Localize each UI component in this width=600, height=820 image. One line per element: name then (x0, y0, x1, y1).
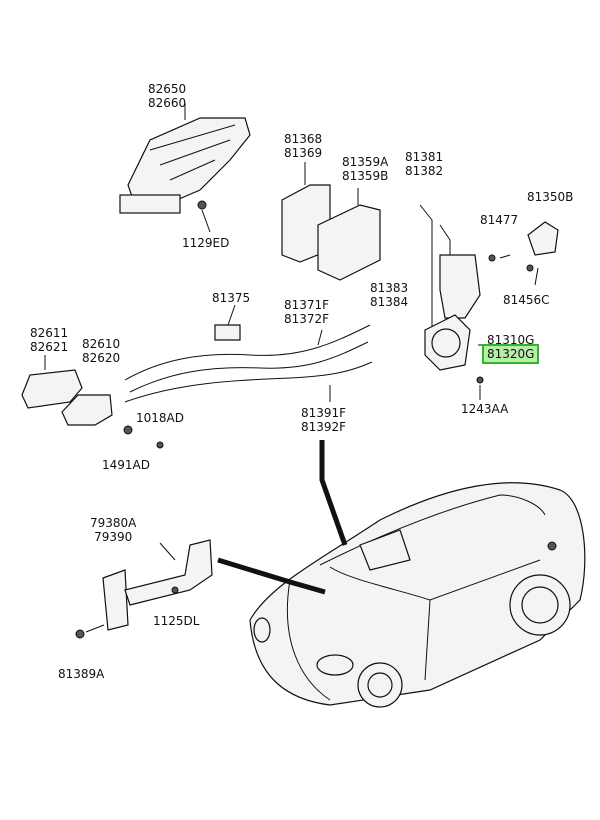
part-number: 82621 (30, 340, 69, 354)
label-lock-rod: 81381 81382 (405, 150, 443, 178)
label-1018ad: 1018AD (136, 411, 184, 425)
part-number: 79380A (90, 516, 137, 530)
part-number: 81477 (480, 213, 519, 227)
part-number: 1018AD (136, 411, 184, 425)
part-number: 81391F (301, 406, 347, 420)
label-cable-clip: 81375 (212, 291, 250, 305)
part-number: 1243AA (461, 402, 509, 416)
part-number: 81382 (405, 164, 444, 178)
label-outside-handle: 82650 82660 (148, 82, 186, 110)
outside-door-handle (119, 103, 251, 233)
label-1243aa: 1243AA (461, 402, 508, 416)
part-number: 1129ED (182, 236, 230, 250)
label-81320g-highlight[interactable]: 81320G (482, 344, 540, 364)
label-inside-handle: 82611 82621 (30, 326, 68, 354)
part-number: 1125DL (153, 614, 200, 628)
part-number: 81375 (212, 291, 251, 305)
part-number: 79390 (94, 530, 133, 544)
label-1129ed: 1129ED (182, 236, 229, 250)
part-number: 81392F (301, 420, 347, 434)
label-cable-lower: 81391F 81392F (301, 406, 346, 434)
door-checker-assembly (75, 539, 213, 639)
car-illustration (249, 482, 586, 708)
part-number: 81371F (284, 298, 330, 312)
label-81389a: 81389A (58, 667, 104, 681)
label-1491ad: 1491AD (102, 458, 150, 472)
part-number: 82610 (82, 337, 121, 351)
label-81477: 81477 (480, 213, 518, 227)
part-number: 81359A (342, 155, 389, 169)
label-81456c: 81456C (503, 293, 550, 307)
actuator-assembly (281, 162, 381, 281)
part-number: 1491AD (102, 458, 150, 472)
part-number: 81320G (487, 347, 535, 361)
part-number: 81381 (405, 150, 444, 164)
part-number: 82660 (148, 96, 187, 110)
part-number: 81456C (503, 293, 550, 307)
label-actuator: 81368 81369 (284, 132, 322, 160)
part-number: 81368 (284, 132, 323, 146)
inside-door-handle (21, 355, 164, 449)
part-number: 81384 (370, 295, 409, 309)
part-number: 81359B (342, 169, 389, 183)
label-cable-upper: 81371F 81372F (284, 298, 329, 326)
label-handle-housing: 82610 82620 (82, 337, 120, 365)
label-1125dl: 1125DL (153, 614, 199, 628)
part-number: 81369 (284, 146, 323, 160)
label-latch: 81383 81384 (370, 281, 408, 309)
part-number: 81372F (284, 312, 330, 326)
label-latch-cover: 81310G (487, 333, 534, 347)
part-number: 81389A (58, 667, 105, 681)
part-number: 81350B (527, 190, 574, 204)
part-number: 82611 (30, 326, 69, 340)
door-cables (124, 304, 373, 403)
label-bracket: 81359A 81359B (342, 155, 388, 183)
label-striker: 81350B (527, 190, 573, 204)
part-number: 81383 (370, 281, 409, 295)
label-door-checker: 79380A 79390 (90, 516, 136, 544)
leader-arrows (217, 440, 348, 595)
part-number: 82620 (82, 351, 121, 365)
door-latch-assembly (419, 204, 559, 400)
part-number: 82650 (148, 82, 187, 96)
part-number: 81310G (487, 333, 535, 347)
